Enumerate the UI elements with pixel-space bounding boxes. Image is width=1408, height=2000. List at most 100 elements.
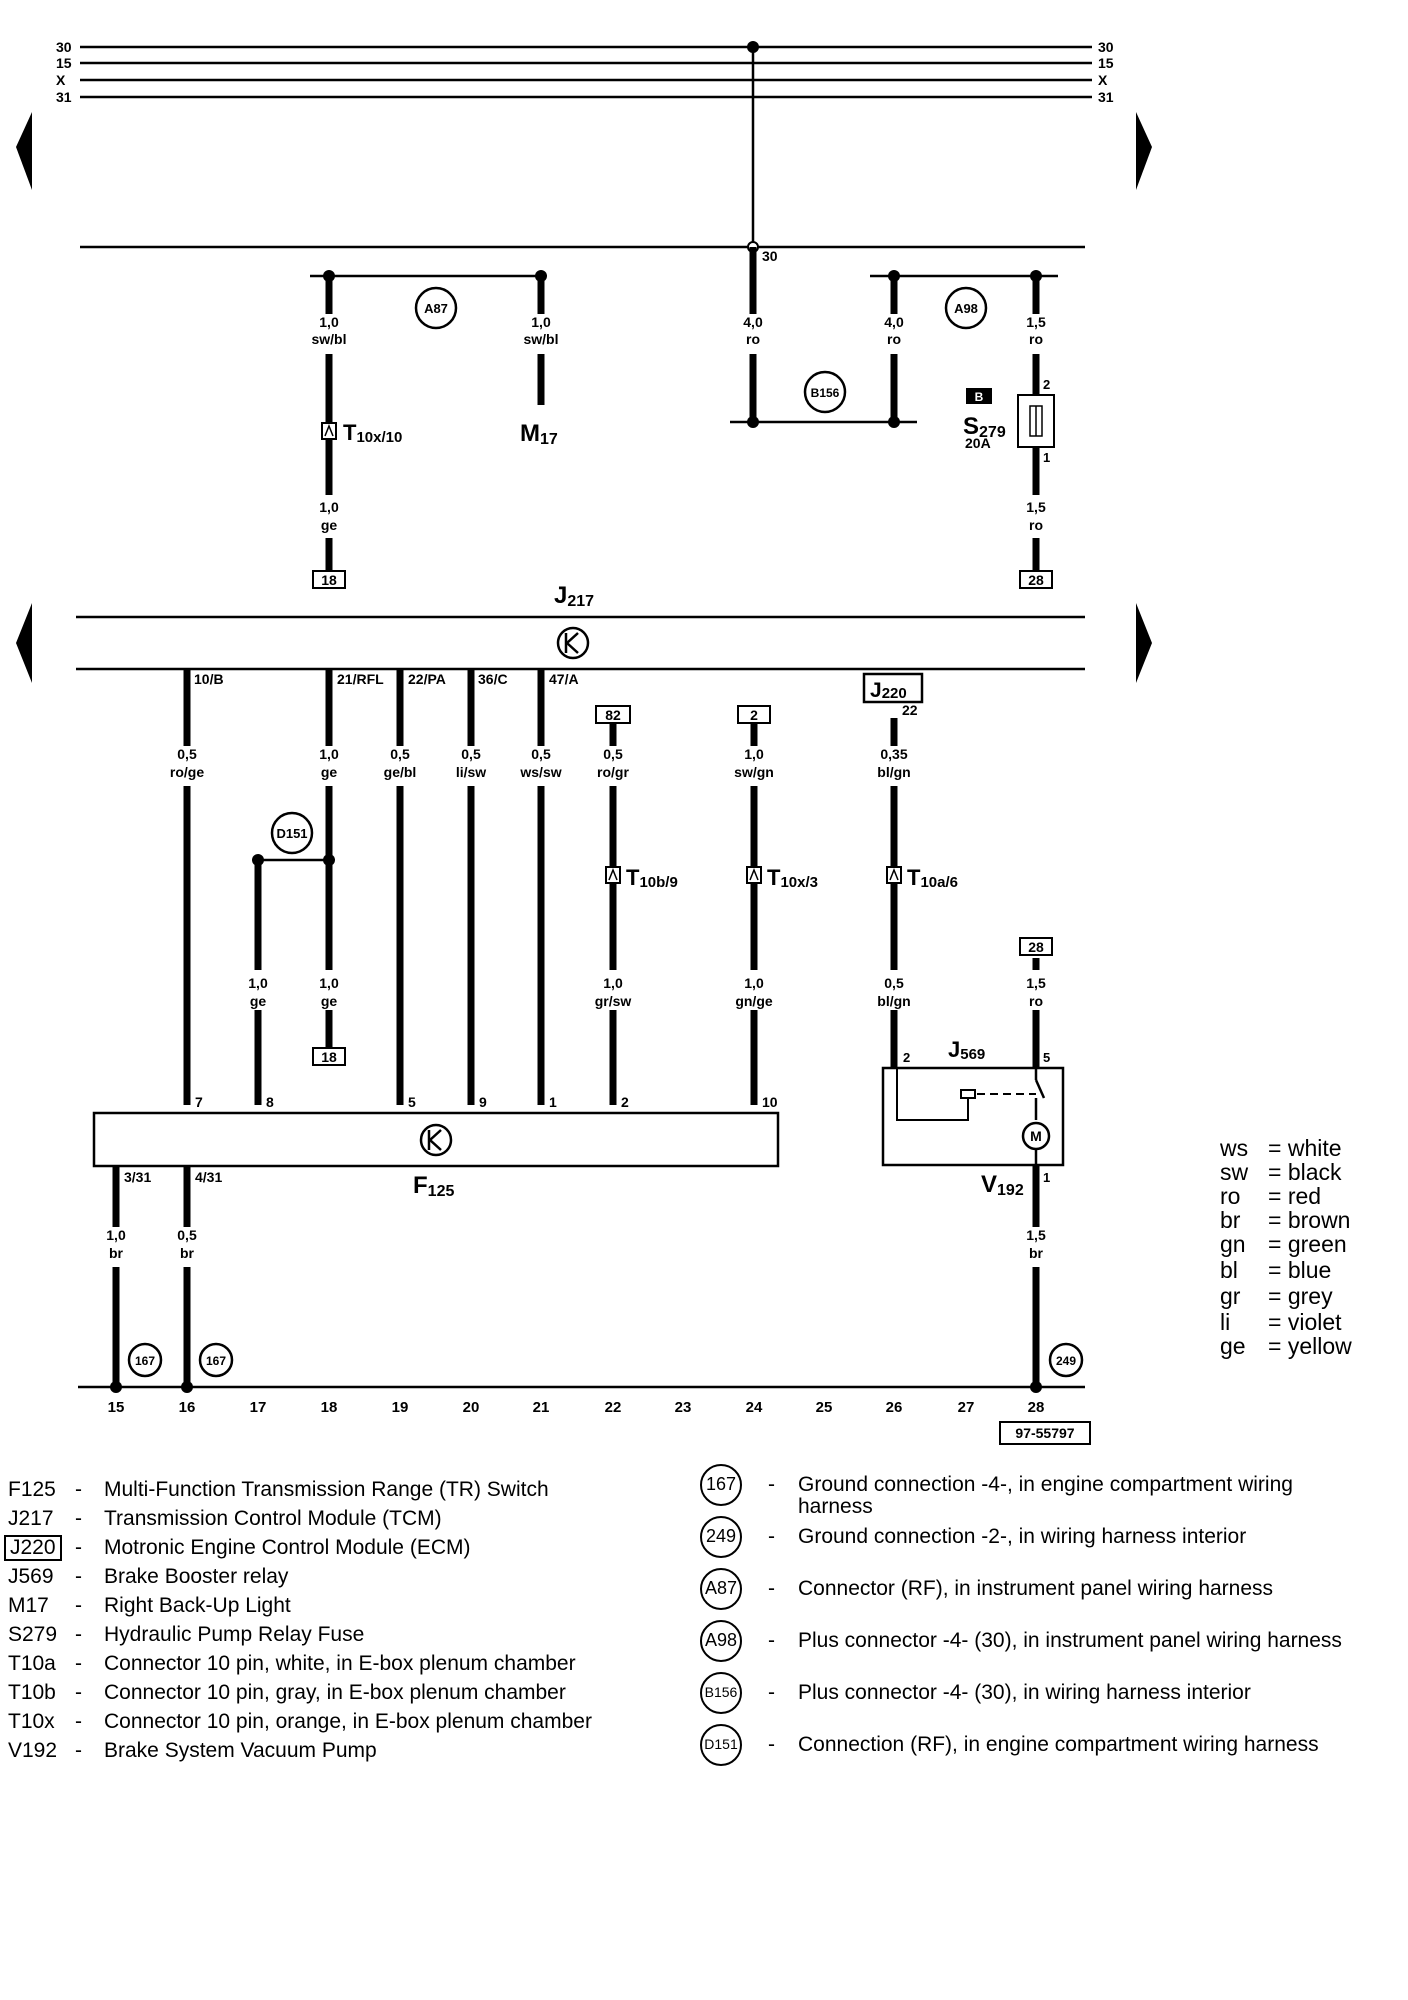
wire-color: ro: [1029, 517, 1043, 533]
svg-text:T10x/3: T10x/3: [767, 865, 818, 891]
pin-label: 2: [903, 1050, 910, 1065]
bus-label-x-right: X: [1098, 72, 1108, 88]
ref-box-2: 2: [737, 705, 771, 724]
legend-row: J217-Transmission Control Module (TCM): [8, 1507, 442, 1530]
right-arrow-icon[interactable]: [1136, 112, 1152, 190]
wire-color: ro: [1029, 331, 1043, 347]
connector-symbol-icon: B156: [700, 1672, 742, 1714]
connector-a87: A87: [414, 286, 458, 330]
pin-label: 22/PA: [408, 671, 446, 687]
bus-label-30-right: 30: [1098, 39, 1114, 55]
pin-label: 30: [762, 248, 778, 264]
bus-labels: 30 15 X 31 30 15 X 31: [56, 39, 1114, 105]
svg-text:T10a/6: T10a/6: [907, 865, 958, 891]
color-code-row: bl= blue: [1220, 1257, 1332, 1283]
svg-text:19: 19: [392, 1399, 409, 1416]
electronic-module-icon: [556, 626, 590, 660]
color-code-row: gr= grey: [1220, 1283, 1333, 1309]
wire-size: 1,0: [603, 975, 623, 991]
wire-color: ge: [321, 764, 338, 780]
connector-t10x10: T10x/10: [321, 420, 402, 446]
wire-size: 1,0: [319, 499, 339, 515]
right-arrow-icon[interactable]: [1136, 603, 1152, 683]
connector-b156: B156: [803, 370, 847, 414]
f125-pins: 7 8 5 9 1 2 10 3/31 4/31: [124, 1094, 778, 1185]
svg-text:15: 15: [108, 1399, 125, 1416]
wire-size: 0,5: [531, 746, 551, 762]
svg-text:J569: J569: [948, 1037, 985, 1063]
legend-row: T10x-Connector 10 pin, orange, in E-box …: [8, 1710, 592, 1733]
left-arrow-icon[interactable]: [16, 603, 32, 683]
svg-text:97-55797: 97-55797: [1015, 1425, 1074, 1441]
svg-text:249: 249: [1056, 1354, 1076, 1368]
svg-text:18: 18: [321, 1049, 337, 1065]
wire-size: 1,5: [1026, 1227, 1046, 1243]
connector-legend-row: 249-Ground connection -2-, in wiring har…: [700, 1516, 1408, 1566]
lower-wire-labels: 1,0 br 0,5 br 1,5 br: [106, 1227, 1046, 1261]
wire-size: 0,5: [603, 746, 623, 762]
connector-legend-row: B156-Plus connector -4- (30), in wiring …: [700, 1672, 1408, 1722]
connector-symbol-icon: A98: [700, 1620, 742, 1662]
wire-color: bl/gn: [877, 764, 910, 780]
pin-label: 3/31: [124, 1169, 151, 1185]
pin-label: 10/B: [194, 671, 224, 687]
wire-size: 0,5: [177, 1227, 197, 1243]
pin-label: 2: [1043, 377, 1050, 392]
svg-text:28: 28: [1028, 572, 1044, 588]
wire-color: ro/ge: [170, 764, 204, 780]
pin-label: 5: [1043, 1050, 1050, 1065]
wire-color: sw/gn: [734, 764, 774, 780]
svg-text:28: 28: [1028, 939, 1044, 955]
bus-label-15-left: 15: [56, 55, 72, 71]
wire-size: 1,0: [319, 314, 339, 330]
junction-dot: [747, 41, 759, 53]
pin-label: 2: [621, 1094, 629, 1110]
pin-label: 1: [1043, 1170, 1050, 1185]
color-code-row: gn= green: [1220, 1231, 1347, 1257]
wire-size: 1,5: [1026, 975, 1046, 991]
wire-size: 1,0: [319, 975, 339, 991]
svg-text:2: 2: [750, 707, 758, 723]
legend-row: J220-Motronic Engine Control Module (ECM…: [0, 1533, 700, 1562]
bus-label-31-right: 31: [1098, 89, 1114, 105]
color-code-row: sw= black: [1220, 1159, 1342, 1185]
legend-row: M17-Right Back-Up Light: [8, 1594, 291, 1617]
svg-text:167: 167: [135, 1354, 155, 1368]
wire-color: sw/bl: [311, 331, 346, 347]
figure-id: 97-55797: [999, 1421, 1091, 1445]
svg-text:T10x/10: T10x/10: [343, 420, 402, 446]
electronic-module-icon: [419, 1123, 453, 1157]
wire-size: 1,0: [744, 746, 764, 762]
svg-text:T10b/9: T10b/9: [626, 865, 678, 891]
connector-a98: A98: [944, 286, 988, 330]
junction-dots: [323, 270, 1042, 428]
svg-text:28: 28: [1028, 1399, 1045, 1416]
t10x10-sub: 10x/10: [356, 429, 402, 446]
ref-box-18-lower: 18: [312, 1047, 346, 1066]
svg-text:24: 24: [746, 1399, 763, 1416]
ground-symbol-icon: 167: [700, 1464, 742, 1506]
svg-text:J220: J220: [870, 679, 907, 702]
ref-box-82: 82: [595, 705, 631, 724]
fuse-rating: 20A: [965, 435, 991, 451]
connector-symbol-icon: D151: [700, 1724, 742, 1766]
wire-size: 4,0: [743, 314, 763, 330]
color-code-row: ge= yellow: [1220, 1333, 1352, 1359]
svg-text:17: 17: [250, 1399, 267, 1416]
wire-color: bl/gn: [877, 993, 910, 1009]
wire-size: 0,5: [884, 975, 904, 991]
fuse-s279: B S279 20A 2 1: [963, 377, 1055, 465]
t10x10-main: T: [343, 420, 357, 445]
connector-legend-row: 167-Ground connection -4-, in engine com…: [700, 1464, 1408, 1518]
bus-label-31-left: 31: [56, 89, 72, 105]
legend-row: V192-Brake System Vacuum Pump: [8, 1739, 377, 1762]
wire-color: ws/sw: [519, 764, 561, 780]
left-arrow-icon[interactable]: [16, 112, 32, 190]
wire-size: 0,35: [880, 746, 907, 762]
svg-text:21: 21: [533, 1399, 550, 1416]
legend-row: S279-Hydraulic Pump Relay Fuse: [8, 1623, 365, 1646]
svg-text:A98: A98: [954, 301, 978, 316]
j217-pins: 10/B 21/RFL 22/PA 36/C 47/A: [194, 671, 579, 687]
ref-box-28-lower: 28: [1019, 937, 1053, 956]
color-code-row: ro= red: [1220, 1183, 1322, 1209]
